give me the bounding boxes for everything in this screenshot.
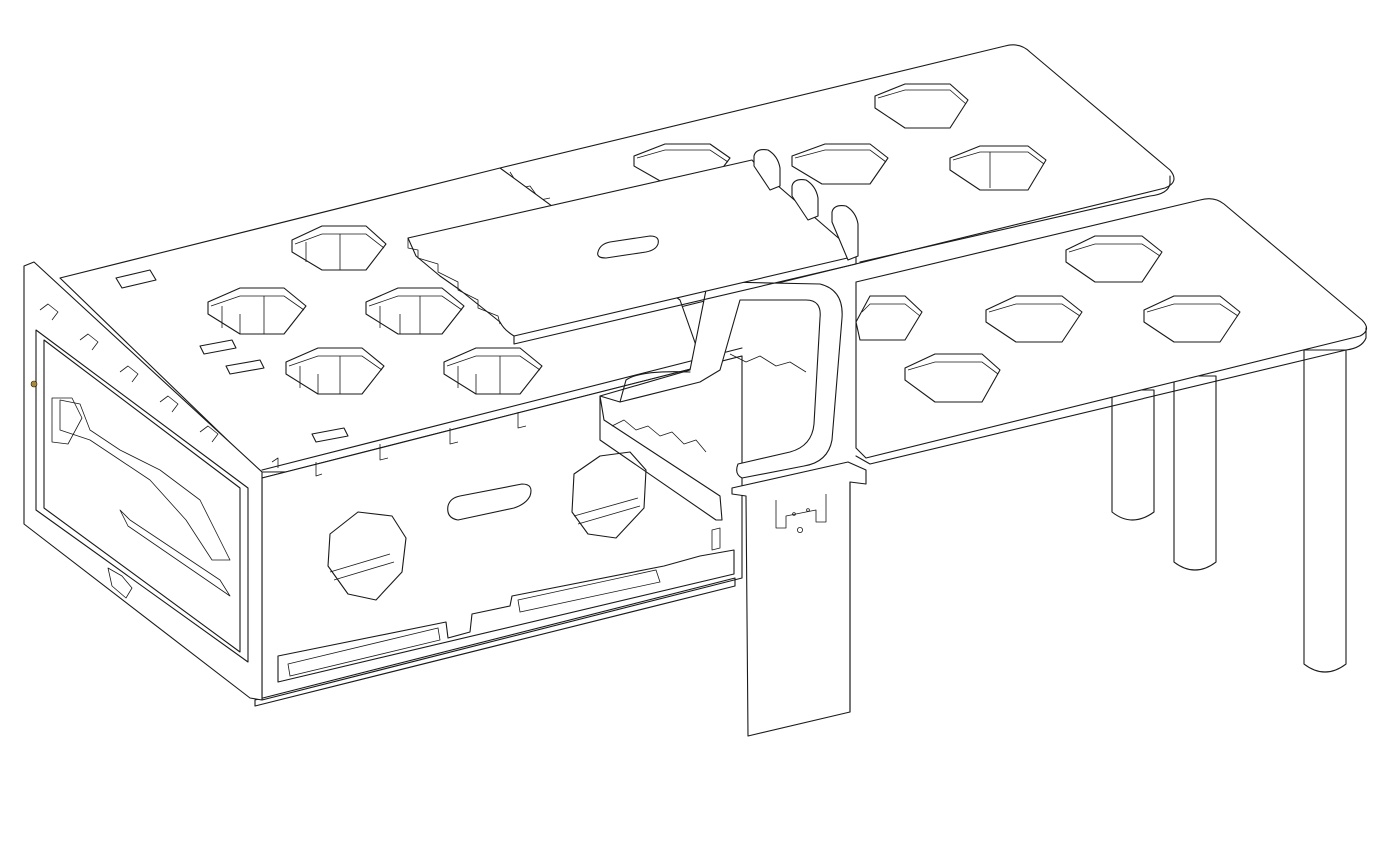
mount-hole	[806, 508, 810, 512]
front-tray-hole	[1143, 295, 1241, 343]
shelf-slot	[597, 235, 659, 259]
top-hex-hole	[443, 347, 543, 395]
side-long-slot	[277, 549, 735, 683]
top-slot	[115, 269, 157, 289]
top-hex-hole	[291, 225, 387, 271]
top-slot	[225, 359, 265, 375]
mount-hole	[792, 512, 796, 516]
front-tray-hole	[904, 353, 1001, 403]
side-hex-cutout	[327, 511, 407, 601]
top-hex-hole	[285, 347, 385, 395]
side-hex-cutout	[571, 451, 647, 539]
top-hex-hole	[207, 287, 307, 335]
tray-leg	[1111, 389, 1155, 521]
front-tray-hole	[985, 295, 1083, 343]
rear-tray-hole	[874, 83, 969, 129]
top-slot	[311, 427, 349, 443]
front-tray	[855, 198, 1368, 673]
tray-leg	[1303, 349, 1347, 673]
stand-bracket	[599, 281, 843, 521]
front-tray-hole	[855, 295, 923, 341]
upper-shelf	[407, 149, 859, 345]
top-slot	[199, 339, 237, 355]
shelf-tab	[753, 149, 781, 191]
hinge-screw	[30, 380, 38, 388]
top-hex-hole	[365, 287, 465, 335]
front-tray-hole	[1065, 235, 1163, 283]
shelf-tab	[791, 179, 819, 221]
tray-leg	[1173, 375, 1217, 571]
rear-tray-hole	[791, 143, 889, 185]
mount-hole	[797, 527, 804, 534]
side-slot	[447, 483, 532, 521]
rear-tray-hole	[949, 145, 1047, 191]
shelf-tab	[831, 205, 859, 261]
vertical-post	[711, 461, 867, 737]
